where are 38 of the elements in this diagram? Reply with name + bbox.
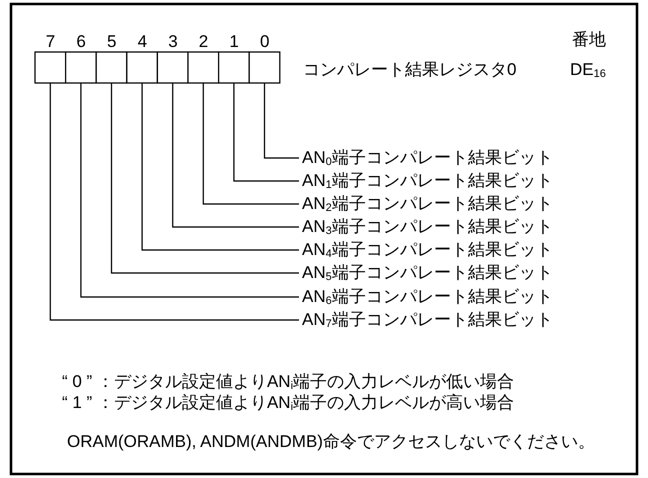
bit-cell xyxy=(34,51,66,84)
bit-label: AN$_{5}$端子コンパレート結果ビット xyxy=(302,263,553,283)
bit-number: 3 xyxy=(168,32,178,52)
bit-label: AN$_{1}$端子コンパレート結果ビット xyxy=(302,171,553,191)
leader-line xyxy=(50,83,299,321)
address-heading: 番地 xyxy=(572,30,606,50)
leader-line xyxy=(172,83,299,228)
bit-cell xyxy=(187,51,220,84)
bit-label: AN$_{4}$端子コンパレート結果ビット xyxy=(302,240,553,260)
bit-number: 0 xyxy=(260,32,270,52)
note: ORAM(ORAMB), ANDM(ANDMB)命令でアクセスしないでください。 xyxy=(67,432,595,452)
bit-cell xyxy=(248,51,280,84)
bit-number: 2 xyxy=(198,32,208,52)
leader-line xyxy=(142,83,299,251)
address-value: DE$_{16}$ xyxy=(570,60,606,80)
bit-label: AN$_{2}$端子コンパレート結果ビット xyxy=(302,194,553,214)
leader-line xyxy=(264,83,299,159)
bit-number: 7 xyxy=(46,32,56,52)
note: “ 0 ” ：デジタル設定値よりAN$_{i}$端子の入力レベルが低い場合 xyxy=(62,372,514,392)
bit-label: AN$_{6}$端子コンパレート結果ビット xyxy=(302,287,553,307)
bit-label: AN$_{3}$端子コンパレート結果ビット xyxy=(302,217,553,237)
bit-cell xyxy=(126,51,158,84)
bit-cell xyxy=(218,51,250,84)
leader-line xyxy=(80,83,299,298)
bit-label: AN$_{0}$端子コンパレート結果ビット xyxy=(302,148,553,168)
leader-line xyxy=(202,83,299,205)
bit-number: 1 xyxy=(229,32,239,52)
bit-number: 4 xyxy=(138,32,148,52)
register-name: コンパレート結果レジスタ0 xyxy=(303,60,516,80)
bit-number: 5 xyxy=(107,32,116,52)
bit-number: 6 xyxy=(76,32,86,52)
bit-cell xyxy=(156,51,189,84)
leader-line xyxy=(233,83,299,182)
bit-label: AN$_{7}$端子コンパレート結果ビット xyxy=(302,310,553,330)
leader-line xyxy=(110,83,299,274)
bit-cell xyxy=(65,51,97,84)
bit-cell xyxy=(96,51,128,84)
note: “ 1 ” ：デジタル設定値よりAN$_{i}$端子の入力レベルが高い場合 xyxy=(62,393,514,413)
